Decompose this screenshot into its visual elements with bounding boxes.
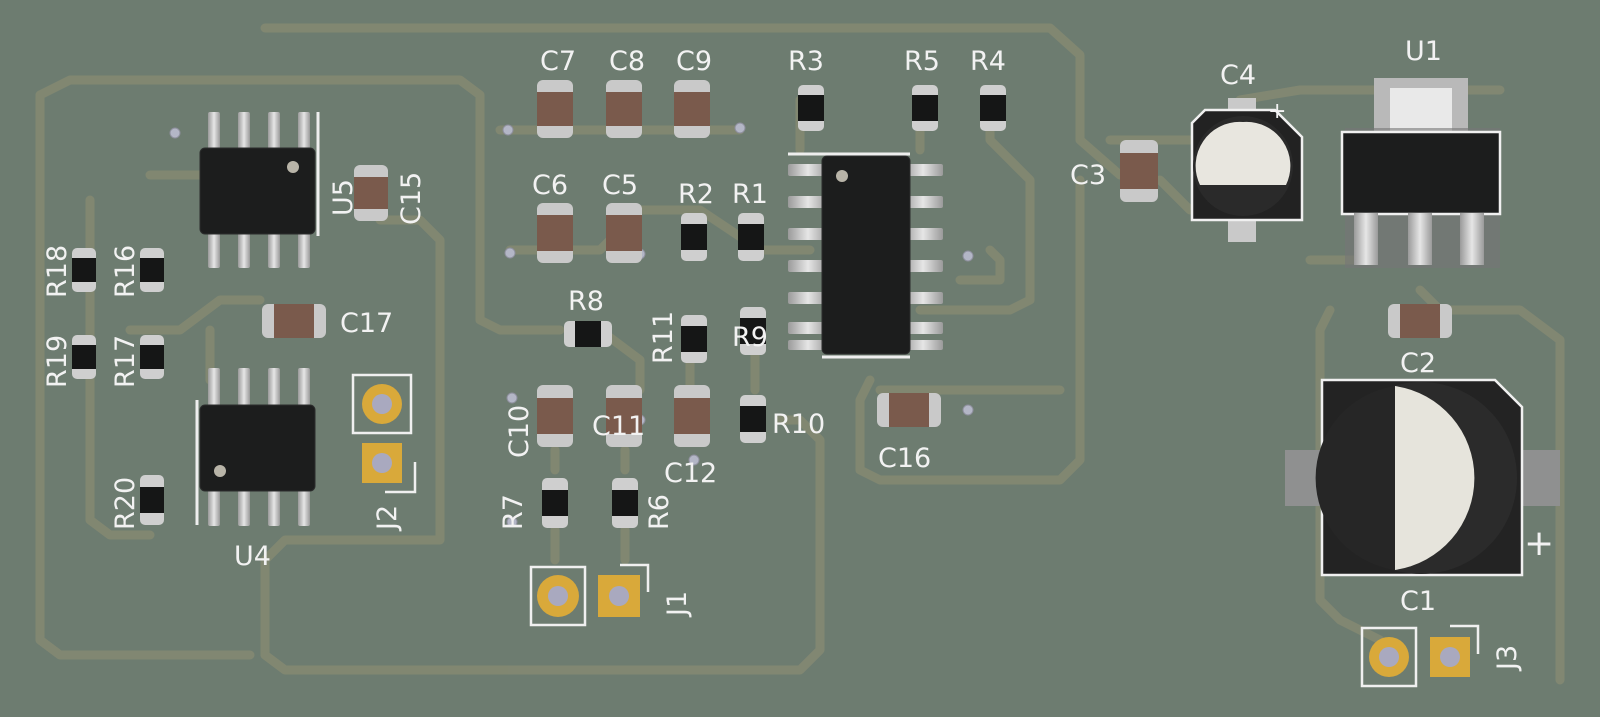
label-r3: R3	[788, 46, 824, 77]
label-r5: R5	[904, 46, 940, 77]
label-r18: R18	[42, 245, 73, 298]
label-c9: C9	[676, 46, 712, 77]
main-ic-soic14[interactable]	[788, 152, 943, 359]
label-c10: C10	[504, 405, 535, 458]
label-c7: C7	[540, 46, 576, 77]
r4-resistor[interactable]	[980, 85, 1006, 131]
c4-polarity-mark: +	[1268, 99, 1286, 124]
label-c11: C11	[592, 411, 645, 442]
r3-resistor[interactable]	[798, 85, 824, 131]
r9-resistor[interactable]	[740, 307, 766, 355]
r18-resistor[interactable]	[72, 248, 96, 292]
label-c12: C12	[664, 458, 717, 489]
c9-capacitor[interactable]	[674, 80, 710, 138]
label-j3: J3	[1492, 645, 1523, 672]
r16-resistor[interactable]	[140, 248, 164, 292]
c11-capacitor[interactable]	[606, 385, 642, 447]
label-u5: U5	[328, 179, 359, 216]
c1-polarity-mark: +	[1524, 523, 1554, 564]
r19-resistor[interactable]	[72, 335, 96, 379]
label-c5: C5	[602, 170, 638, 201]
label-c16: C16	[878, 443, 931, 474]
label-r17: R17	[110, 335, 141, 388]
r11-resistor[interactable]	[681, 315, 707, 363]
r6-resistor[interactable]	[612, 478, 638, 528]
c8-capacitor[interactable]	[606, 80, 642, 138]
r2-resistor[interactable]	[681, 213, 707, 261]
u5-ic[interactable]	[199, 112, 320, 268]
r5-resistor[interactable]	[912, 85, 938, 131]
u1-regulator[interactable]	[1340, 78, 1502, 268]
c16-capacitor[interactable]	[877, 393, 941, 427]
label-r2: R2	[678, 179, 714, 210]
label-r19: R19	[42, 335, 73, 388]
c3-capacitor[interactable]	[1120, 140, 1158, 202]
label-r8: R8	[568, 286, 604, 317]
label-r11: R11	[648, 311, 679, 364]
label-c2: C2	[1400, 348, 1436, 379]
j1-connector[interactable]	[529, 563, 650, 627]
j3-connector[interactable]	[1360, 624, 1480, 688]
c6-capacitor[interactable]	[537, 203, 573, 263]
c2-capacitor[interactable]	[1388, 304, 1452, 338]
label-c1: C1	[1400, 586, 1436, 617]
c1-electrolytic-capacitor[interactable]	[1285, 378, 1560, 577]
label-c4: C4	[1220, 60, 1256, 91]
label-r4: R4	[970, 46, 1006, 77]
r10-resistor[interactable]	[740, 395, 766, 443]
c5-capacitor[interactable]	[606, 203, 642, 263]
c7-capacitor[interactable]	[537, 80, 573, 138]
r17-resistor[interactable]	[140, 335, 164, 379]
label-u4: U4	[234, 541, 271, 572]
label-c3: C3	[1070, 160, 1106, 191]
label-c17: C17	[340, 308, 393, 339]
label-c6: C6	[532, 170, 568, 201]
c12-capacitor[interactable]	[674, 385, 710, 447]
r8-resistor[interactable]	[564, 321, 612, 347]
label-r1: R1	[732, 179, 768, 210]
label-r16: R16	[110, 245, 141, 298]
r20-resistor[interactable]	[140, 475, 164, 525]
label-r10: R10	[772, 409, 825, 440]
label-r7: R7	[498, 494, 529, 530]
u4-ic[interactable]	[195, 368, 316, 526]
label-j1: J1	[662, 591, 693, 618]
label-c8: C8	[609, 46, 645, 77]
c17-capacitor[interactable]	[262, 304, 326, 338]
label-r6: R6	[644, 494, 675, 530]
j2-connector[interactable]	[351, 373, 417, 494]
c15-capacitor[interactable]	[354, 165, 388, 221]
label-j2: J2	[372, 505, 403, 532]
c4-electrolytic-capacitor[interactable]	[1190, 98, 1304, 242]
r1-resistor[interactable]	[738, 213, 764, 261]
c10-capacitor[interactable]	[537, 385, 573, 447]
label-r20: R20	[110, 477, 141, 530]
r7-resistor[interactable]	[542, 478, 568, 528]
label-c15: C15	[396, 172, 427, 225]
label-r9: R9	[732, 322, 768, 353]
label-u1: U1	[1405, 36, 1442, 67]
